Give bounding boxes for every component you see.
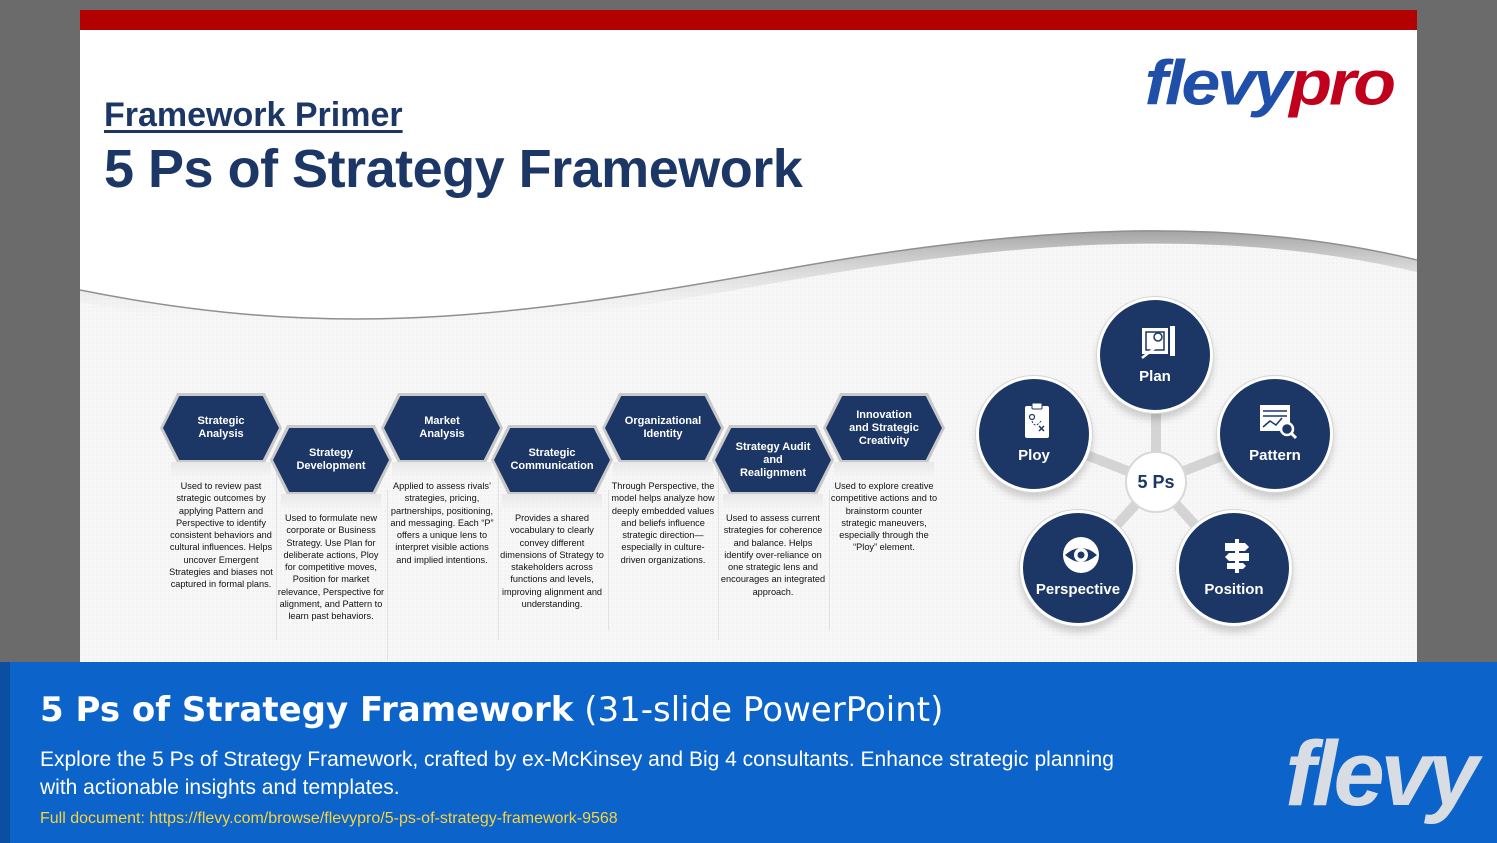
node-pattern: Pattern [1217, 376, 1333, 492]
footer-title-main: 5 Ps of Strategy Framework [40, 690, 574, 730]
column-divider [498, 470, 499, 640]
column-divider [829, 490, 830, 630]
clipboard-tactics-icon [1025, 402, 1049, 438]
slide-top-bar [80, 10, 1417, 30]
hexagon-shadow [613, 462, 713, 478]
hexagon-shadow [723, 494, 823, 510]
column-divider [718, 470, 719, 640]
chart-magnifier-icon [1260, 405, 1298, 440]
primer-heading: Framework Primer [104, 96, 403, 134]
hexagon-shadow [171, 462, 271, 478]
footer-description: Explore the 5 Ps of Strategy Framework, … [40, 748, 1114, 799]
footer-banner: 5 Ps of Strategy Framework (31-slide Pow… [0, 662, 1497, 843]
desc-organizational-identity: Through Perspective, the model helps ana… [611, 481, 715, 565]
hexagon-innovation-creativity: Innovation and Strategic Creativity [826, 396, 942, 460]
node-label: Perspective [1035, 581, 1121, 598]
slide-title: 5 Ps of Strategy Framework [104, 139, 803, 199]
node-label: Position [1204, 581, 1264, 598]
column-divider [387, 490, 388, 660]
node-label: Ploy [1018, 447, 1050, 464]
hexagon-shadow [392, 462, 492, 478]
node-perspective: Perspective [1020, 510, 1136, 626]
node-label: Pattern [1249, 447, 1301, 464]
desc-innovation-creativity: Used to explore creative competitive act… [830, 481, 938, 553]
hexagon-market-analysis: Market Analysis [384, 396, 500, 460]
desc-strategy-development: Used to formulate new corporate or Busin… [277, 513, 385, 622]
signpost-icon [1225, 539, 1249, 573]
flevypro-logo: flevypro [1144, 47, 1396, 119]
hexagon-strategic-analysis: Strategic Analysis [163, 396, 279, 460]
footer-edge [0, 662, 10, 843]
hexagon-organizational-identity: Organizational Identity [605, 396, 721, 460]
document-link[interactable]: Full document: https://flevy.com/browse/… [40, 810, 618, 827]
desc-market-analysis: Applied to assess rivals’ strategies, pr… [390, 481, 494, 565]
blueprint-icon [1141, 326, 1175, 359]
hexagon-strategy-audit: Strategy Audit and Realignment [715, 428, 831, 492]
desc-strategic-communication: Provides a shared vocabulary to clearly … [500, 513, 604, 610]
node-position: Position [1176, 510, 1292, 626]
node-label: Plan [1139, 368, 1171, 385]
column-divider [608, 490, 609, 630]
desc-strategic-analysis: Used to review past strategic outcomes b… [169, 481, 273, 590]
footer-title: 5 Ps of Strategy Framework (31-slide Pow… [40, 690, 943, 730]
hexagon-shadow [502, 494, 602, 510]
desc-strategy-audit: Used to assess current strategies for co… [720, 513, 826, 597]
slide: flevypro Framework Primer 5 Ps of Strate… [80, 10, 1417, 665]
hexagon-strategy-development: Strategy Development [273, 428, 389, 492]
node-ploy: Ploy [976, 376, 1092, 492]
column-divider [276, 470, 277, 640]
footer-title-sub: (31-slide PowerPoint) [584, 690, 944, 730]
hexagon-shadow [834, 462, 934, 478]
hexagon-shadow [281, 494, 381, 510]
node-plan: Plan [1097, 297, 1213, 413]
diagram-hub: 5 Ps [1125, 451, 1187, 513]
hexagon-strategic-communication: Strategic Communication [494, 428, 610, 492]
flevy-logo: flevy [1285, 723, 1479, 825]
eye-icon [1063, 537, 1099, 573]
